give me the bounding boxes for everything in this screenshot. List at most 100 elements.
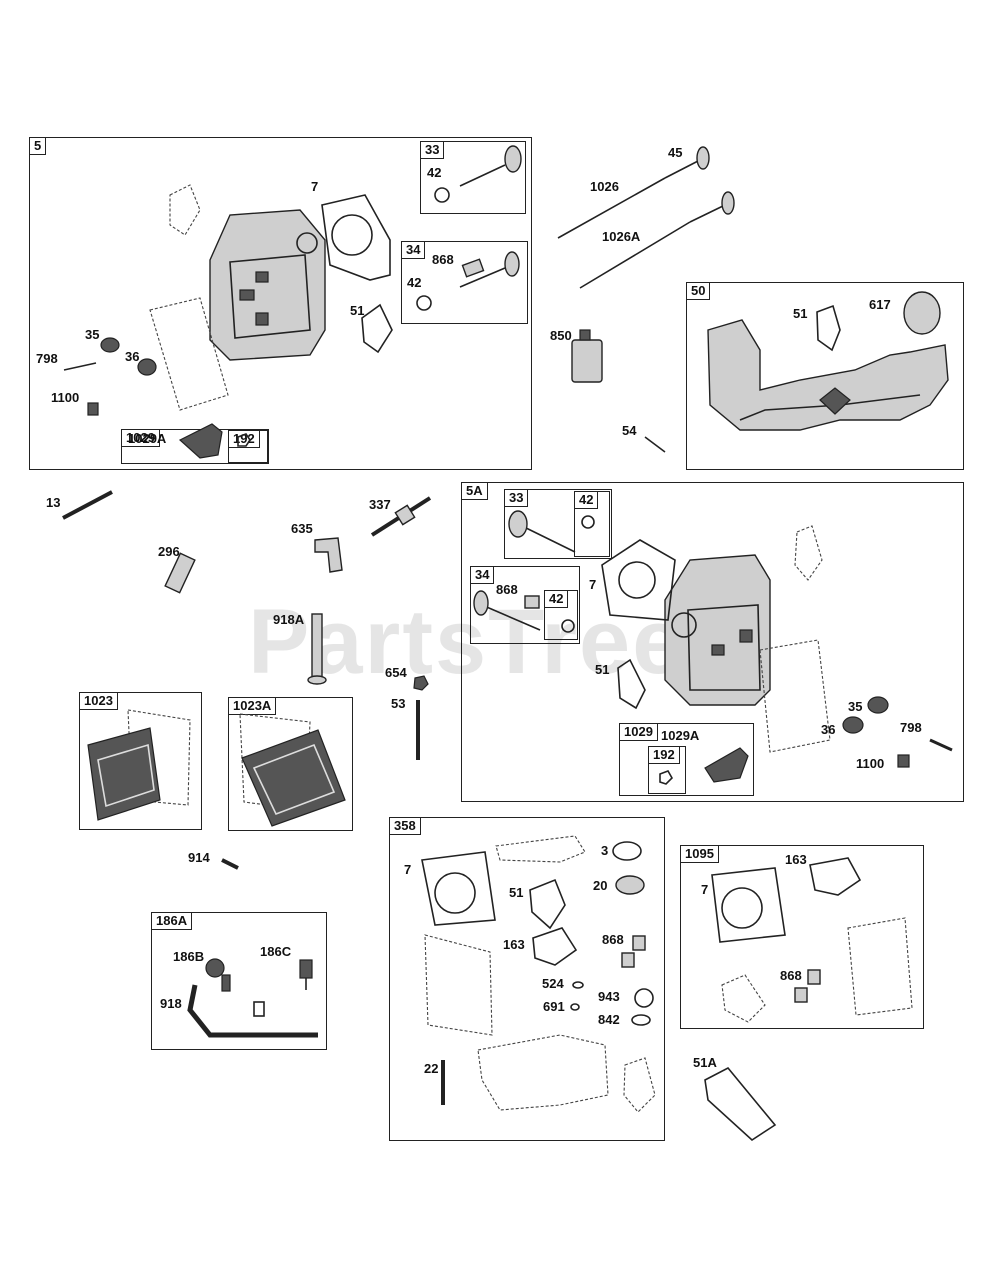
callout-1100: 1100 (51, 390, 80, 405)
group-tag-1095: 1095 (680, 845, 719, 863)
rocker-1029Ab (704, 747, 749, 783)
callout-918A: 918A (273, 612, 305, 627)
group-50-box (686, 282, 964, 470)
group-tag-34: 34 (401, 241, 426, 259)
callout-868: 868 (602, 932, 624, 947)
group-tag-42d: 42 (544, 590, 569, 608)
pushrod-1026 (557, 177, 666, 239)
callout-617: 617 (869, 297, 891, 312)
callout-7: 7 (589, 577, 597, 592)
exhaust-gasket-51d (529, 878, 566, 930)
callout-296: 296 (158, 544, 180, 559)
dowel-868d-2 (794, 987, 808, 1003)
group-34-box (401, 241, 528, 324)
valve-cover-1023 (87, 709, 191, 821)
clip-1100a (87, 402, 99, 416)
group-tag-1029b: 1029 (619, 723, 658, 741)
lifter-1026A (689, 191, 735, 223)
group-tag-5A: 5A (461, 482, 488, 500)
group-1029b-box (619, 723, 754, 796)
callout-45: 45 (668, 145, 683, 160)
callout-1026: 1026 (590, 179, 619, 194)
callout-7: 7 (701, 882, 709, 897)
callout-635: 635 (291, 521, 313, 536)
group-5-box (29, 137, 532, 470)
oring-842 (631, 1014, 651, 1026)
hose-918 (187, 984, 318, 1038)
group-tag-192b: 192 (648, 746, 680, 764)
callout-186C: 186C (260, 944, 292, 959)
group-358-box (389, 817, 665, 1141)
bolt-798b (929, 738, 953, 752)
clamp-186A (253, 1001, 265, 1017)
callout-51: 51 (509, 885, 524, 900)
group-tag-186A: 186A (151, 912, 193, 930)
breather-186B (205, 958, 231, 992)
group-186A-box (151, 912, 327, 1050)
callout-868: 868 (432, 252, 454, 267)
group-33b-box (504, 489, 612, 559)
tube-918A (307, 613, 327, 685)
exhaust-gasket-51a (361, 303, 393, 354)
callout-914: 914 (188, 850, 210, 865)
gasket-1095-bottom (721, 974, 766, 1023)
group-tag-192: 192 (228, 430, 260, 448)
valve-cover-gasket-1095 (847, 917, 913, 1016)
seal-3 (612, 841, 642, 861)
group-tag-34b: 34 (470, 566, 495, 584)
gasket-5A-right (794, 525, 823, 581)
callout-22: 22 (424, 1061, 439, 1076)
callout-51A: 51A (693, 1055, 717, 1070)
gasket-358-br (623, 1057, 656, 1113)
callout-691: 691 (543, 999, 565, 1014)
oring-943 (634, 988, 654, 1008)
group-tag-5: 5 (29, 137, 47, 155)
valve-cover-1023A (239, 713, 346, 827)
callout-524: 524 (542, 976, 564, 991)
gasket-617 (903, 291, 941, 335)
dowel-868d-1 (807, 969, 821, 985)
oring-524 (572, 981, 584, 989)
lifter-45 (664, 146, 710, 179)
spring-35b (867, 696, 889, 714)
callout-20: 20 (593, 878, 608, 893)
callout-1029A: 1029A (128, 431, 167, 446)
valve-34a (416, 251, 520, 311)
group-1023-box (79, 692, 202, 830)
head-gasket-7d (711, 867, 786, 943)
callout-918: 918 (160, 996, 182, 1011)
group-tag-33: 33 (420, 141, 445, 159)
callout-7: 7 (311, 179, 319, 194)
callout-163: 163 (785, 852, 807, 867)
gasket-163a (532, 927, 578, 966)
valve-33b (508, 510, 595, 553)
head-gasket-7c (421, 851, 496, 926)
callout-54: 54 (622, 423, 637, 438)
group-tag-358: 358 (389, 817, 421, 835)
spring-36b (842, 716, 864, 734)
fitting-186C (299, 959, 313, 990)
callout-51: 51 (793, 306, 808, 321)
callout-3: 3 (601, 843, 609, 858)
nut-192b (659, 770, 673, 785)
pushrod-1026A (579, 221, 691, 289)
callout-53: 53 (391, 696, 406, 711)
callout-51: 51 (595, 662, 610, 677)
callout-42: 42 (427, 165, 442, 180)
callout-943: 943 (598, 989, 620, 1004)
spring-36a (137, 358, 157, 376)
manifold-50 (707, 319, 949, 431)
group-tag-1023A: 1023A (228, 697, 277, 715)
dowel-868c-2 (621, 952, 635, 968)
gasket-5-top (169, 184, 201, 236)
callout-1026A: 1026A (602, 229, 641, 244)
callout-7: 7 (404, 862, 412, 877)
callout-42: 42 (407, 275, 422, 290)
group-tag-1023: 1023 (79, 692, 118, 710)
head-gasket-7a (321, 194, 391, 281)
valve-cover-gasket-358 (424, 934, 493, 1036)
crankcase-gasket-358 (477, 1034, 609, 1111)
callout-13: 13 (46, 495, 61, 510)
spark-plug-337 (370, 496, 432, 537)
